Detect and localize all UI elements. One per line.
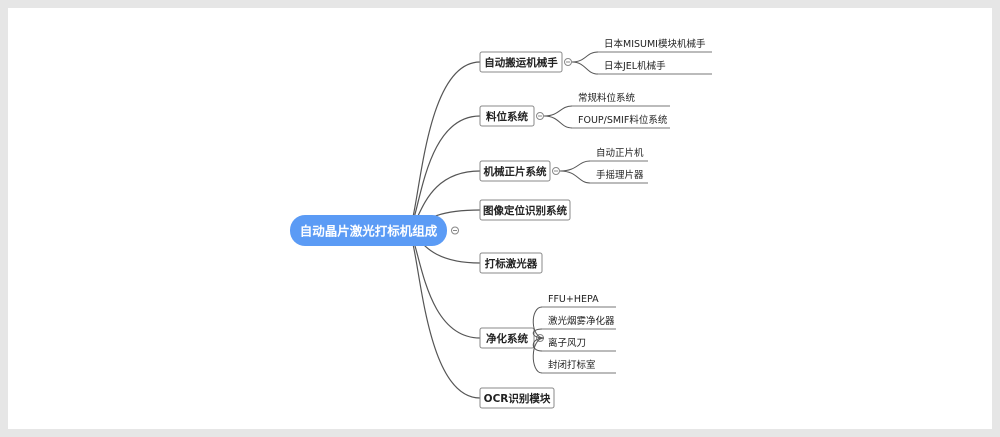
leaf-node[interactable]: 日本MISUMI模块机械手 xyxy=(598,38,712,53)
branch-node-label: 机械正片系统 xyxy=(484,165,547,178)
leaf-node-label: FFU+HEPA xyxy=(548,294,599,305)
leaf-node[interactable]: 日本JEL机械手 xyxy=(598,60,712,75)
leaf-node[interactable]: 自动正片机 xyxy=(590,147,648,162)
branch-node-label: 自动搬运机械手 xyxy=(484,56,558,69)
branch-node-box xyxy=(479,105,535,127)
branch-collapse-icon[interactable] xyxy=(564,58,572,66)
branch-node-box xyxy=(479,160,551,182)
root-node-label: 自动晶片激光打标机组成 xyxy=(300,224,438,239)
connector-line xyxy=(543,105,573,117)
branch-node-label: 料位系统 xyxy=(486,110,528,123)
leaf-node[interactable]: FFU+HEPA xyxy=(542,294,616,308)
connector-line xyxy=(406,61,481,232)
branch-node[interactable]: 机械正片系统 xyxy=(479,160,551,182)
leaf-node-label: 封闭打标室 xyxy=(548,359,596,371)
branch-collapse-icon[interactable] xyxy=(536,112,544,120)
connector-line xyxy=(559,170,591,184)
leaf-node[interactable]: 手摇理片器 xyxy=(590,169,648,184)
leaf-node-label: 离子风刀 xyxy=(548,337,586,349)
leaf-node[interactable]: 离子风刀 xyxy=(542,337,616,352)
branch-node[interactable]: 打标激光器 xyxy=(479,252,543,274)
connector-line xyxy=(532,306,545,339)
connector-line xyxy=(406,229,481,339)
leaf-node[interactable]: 激光烟雾净化器 xyxy=(542,315,616,330)
connector-line xyxy=(571,61,599,75)
branch-node-label: 图像定位识别系统 xyxy=(483,204,567,217)
branch-node[interactable]: 自动搬运机械手 xyxy=(479,51,563,73)
branch-collapse-icon[interactable] xyxy=(552,167,560,175)
connector-line xyxy=(571,51,599,63)
connector-line xyxy=(559,160,591,172)
branch-node-label: 打标激光器 xyxy=(485,257,538,270)
branch-node[interactable]: 料位系统 xyxy=(479,105,535,127)
leaf-node[interactable]: 封闭打标室 xyxy=(542,359,616,374)
root-collapse-icon[interactable] xyxy=(451,226,459,235)
branch-node-box xyxy=(479,387,555,409)
branch-node-box xyxy=(479,252,543,274)
branch-node[interactable]: 净化系统 xyxy=(479,327,535,349)
branch-node-label: OCR识别模块 xyxy=(484,392,551,405)
connector-line xyxy=(543,115,573,129)
branch-node-box xyxy=(479,51,563,73)
mindmap-diagram: 自动晶片激光打标机组成 自动搬运机械手 日本MISUMI模块机械手日本JEL机械手料… xyxy=(290,38,712,409)
leaf-node-label: FOUP/SMIF料位系统 xyxy=(578,114,668,126)
branch-node[interactable]: OCR识别模块 xyxy=(479,387,555,409)
branch-node-box xyxy=(479,327,535,349)
leaf-node[interactable]: 常规料位系统 xyxy=(572,92,670,107)
branch-node-label: 净化系统 xyxy=(486,332,528,345)
root-node-shape xyxy=(290,215,447,246)
branch-node-box xyxy=(479,199,571,221)
connector-line xyxy=(532,337,545,374)
leaf-node-label: 激光烟雾净化器 xyxy=(548,315,615,327)
root-node[interactable]: 自动晶片激光打标机组成 xyxy=(290,215,447,246)
leaf-node-label: 日本JEL机械手 xyxy=(604,60,666,72)
branch-node[interactable]: 图像定位识别系统 xyxy=(479,199,571,221)
leaf-node-label: 手摇理片器 xyxy=(596,169,644,181)
leaf-node-label: 常规料位系统 xyxy=(578,92,636,104)
leaf-node[interactable]: FOUP/SMIF料位系统 xyxy=(572,114,670,129)
mindmap-canvas: 自动晶片激光打标机组成 自动搬运机械手 日本MISUMI模块机械手日本JEL机械手料… xyxy=(8,8,992,429)
leaf-node-label: 日本MISUMI模块机械手 xyxy=(604,38,706,50)
leaf-node-label: 自动正片机 xyxy=(596,147,644,159)
